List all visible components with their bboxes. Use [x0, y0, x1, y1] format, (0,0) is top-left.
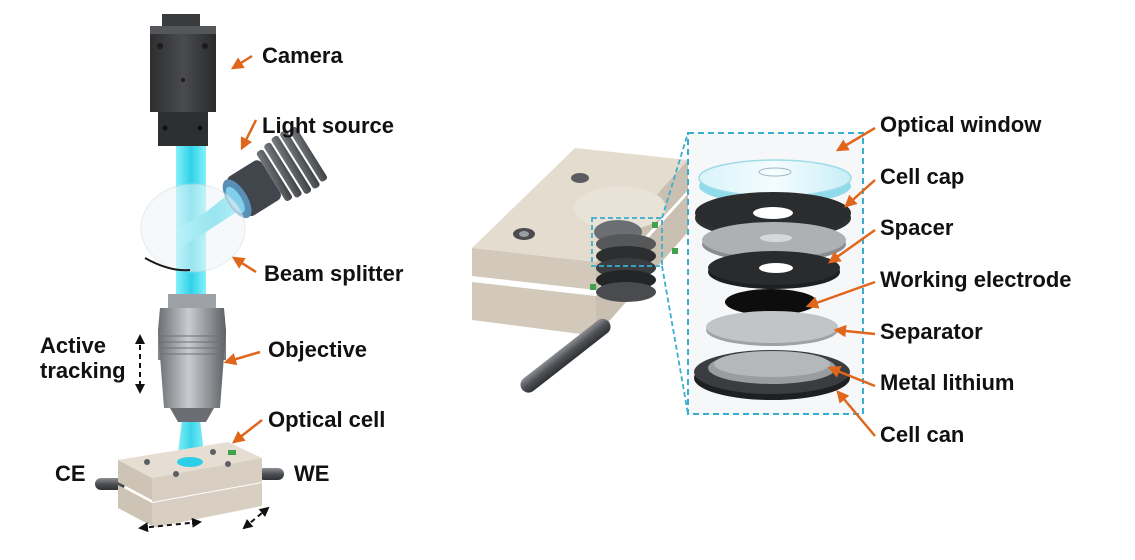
optical-cell-illustration	[95, 442, 284, 528]
exploded-view	[687, 126, 876, 437]
objective-arrow	[223, 350, 261, 366]
label-camera: Camera	[262, 43, 343, 68]
zoom-source-box	[591, 217, 663, 267]
metal-lithium-arrow	[827, 365, 876, 388]
optical-cell-arrow	[232, 419, 263, 444]
layer-cell-can	[694, 350, 850, 400]
label-light-source: Light source	[262, 113, 395, 138]
spacer-arrow	[827, 228, 876, 264]
beam-splitter-illustration	[140, 183, 246, 273]
microscope-assembly	[95, 14, 328, 533]
motion-arrows	[135, 334, 270, 533]
layer-spacer	[702, 222, 846, 262]
beam-splitter-arrow	[231, 256, 257, 274]
label-metal-lithium: Metal lithium	[880, 370, 1015, 395]
x-axis-arrow	[138, 517, 202, 533]
layer-working-electrode	[708, 251, 840, 289]
cell-cap-arrow	[844, 179, 876, 208]
cell-holder-illustration	[472, 148, 688, 393]
light-source-arrow	[240, 119, 258, 151]
label-optical-cell: Optical cell	[268, 407, 386, 432]
cell-can-arrow	[836, 390, 876, 437]
separator-arrow	[833, 324, 876, 338]
working-electrode-arrow	[805, 280, 876, 309]
label-optical-window: Optical window	[880, 112, 1042, 137]
optical-window-arrow	[835, 126, 876, 152]
callout-arrows-right	[805, 126, 876, 437]
label-beam-splitter: Beam splitter	[264, 261, 404, 286]
camera-arrow	[230, 54, 253, 70]
label-cell-can: Cell can	[880, 422, 965, 447]
label-objective: Objective	[268, 337, 368, 362]
objective-illustration	[158, 294, 226, 422]
zoom-connector-lines	[661, 132, 689, 415]
cell-stack-mini	[596, 234, 656, 302]
y-axis-arrow	[242, 506, 270, 530]
label-we: WE	[294, 461, 330, 486]
label-working-electrode: Working electrode	[880, 267, 1072, 292]
label-separator: Separator	[880, 319, 983, 344]
layer-separator	[706, 311, 838, 346]
label-active-tracking: Active tracking	[40, 333, 126, 383]
label-ce: CE	[55, 461, 86, 486]
light-source-illustration	[222, 126, 328, 219]
label-cell-cap: Cell cap	[880, 164, 965, 189]
label-spacer: Spacer	[880, 215, 954, 240]
camera-illustration	[150, 14, 216, 146]
callout-arrows-left	[223, 54, 263, 444]
layer-lithium-disk	[725, 289, 817, 315]
